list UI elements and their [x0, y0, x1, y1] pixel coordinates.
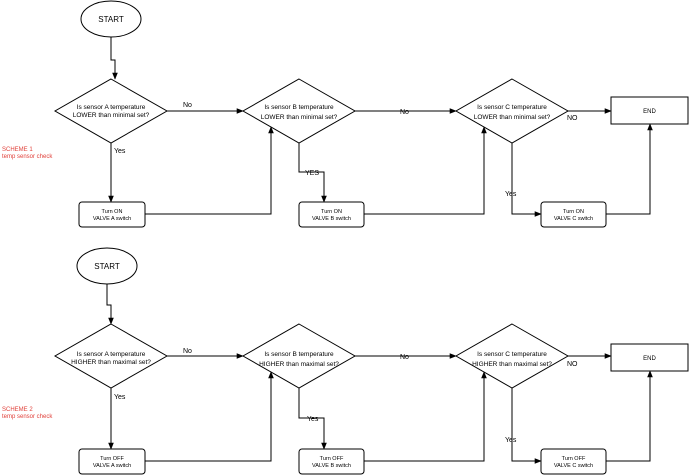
edge-start-to-a: [110, 37, 118, 80]
action-valve-b[interactable]: Turn OFF VALVE B switch: [298, 448, 365, 475]
action-c-line-2: VALVE C switch: [554, 216, 593, 222]
edge-c-yes: [511, 143, 542, 217]
decision-sensor-c[interactable]: Is sensor C temperature LOWER than minim…: [454, 78, 570, 144]
end-label: END: [643, 109, 656, 115]
edge-action-c-to-end: [606, 123, 653, 215]
edge-c-yes-label: Yes: [505, 191, 517, 198]
action-valve-c[interactable]: Turn ON VALVE C switch: [540, 201, 607, 228]
scheme-2-sublabel: temp sensor check: [2, 414, 53, 420]
action-a-line-1: Turn ON: [102, 209, 123, 215]
action-b-line-2: VALVE B switch: [312, 463, 351, 469]
edge-b-yes-label: Yes: [307, 416, 319, 423]
decision-b-line-1: Is sensor B temperature: [264, 351, 334, 358]
end-node[interactable]: END: [610, 96, 689, 125]
action-b-line-2: VALVE B switch: [312, 216, 351, 222]
edge-a-no-label: No: [183, 102, 192, 109]
decision-sensor-b[interactable]: Is sensor B temperature HIGHER than maxi…: [241, 323, 357, 389]
edge-action-b-to-c: [364, 126, 487, 215]
start-node[interactable]: START: [80, 0, 142, 38]
scheme-1-label: SCHEME 1: [2, 147, 33, 153]
action-a-line-1: Turn OFF: [100, 456, 124, 462]
edge-b-yes-label: YES: [305, 170, 319, 177]
edge-action-c-to-end: [606, 370, 653, 462]
edge-start-to-a: [106, 284, 114, 325]
action-valve-c[interactable]: Turn OFF VALVE C switch: [540, 448, 607, 475]
scheme-1-sublabel: temp sensor check: [2, 154, 53, 160]
scheme-2: SCHEME 2 temp sensor check START Is sens…: [2, 247, 689, 475]
edge-c-no-label: NO: [567, 361, 578, 368]
decision-sensor-c[interactable]: Is sensor C temperature HIGHER than maxi…: [454, 323, 570, 389]
decision-a-line-1: Is sensor A temperature: [77, 351, 146, 358]
decision-c-line-1: Is sensor C temperature: [477, 104, 547, 111]
scheme-2-label: SCHEME 2: [2, 407, 33, 413]
edge-a-no-label: No: [183, 348, 192, 355]
edge-b-yes: [298, 143, 327, 203]
action-a-line-2: VALVE A switch: [93, 463, 131, 469]
edge-b-no-label: No: [400, 354, 409, 361]
action-valve-b[interactable]: Turn ON VALVE B switch: [298, 201, 365, 228]
action-c-line-1: Turn OFF: [562, 456, 586, 462]
decision-c-line-2: HIGHER than maximal set?: [472, 361, 552, 368]
action-a-line-2: VALVE A switch: [93, 216, 131, 222]
action-c-line-2: VALVE C switch: [554, 463, 593, 469]
edge-b-no-label: No: [400, 109, 409, 116]
decision-b-line-2: HIGHER than maximal set?: [259, 361, 339, 368]
decision-sensor-a[interactable]: Is sensor A temperature LOWER than minim…: [53, 78, 169, 144]
decision-c-line-2: LOWER than minimal set?: [474, 114, 551, 121]
edge-action-a-to-b: [145, 371, 274, 462]
decision-a-line-2: HIGHER than maximal set?: [71, 359, 151, 366]
end-label: END: [643, 356, 656, 362]
edge-c-yes-label: Yes: [505, 437, 517, 444]
start-label: START: [94, 262, 120, 271]
action-valve-a[interactable]: Turn OFF VALVE A switch: [78, 448, 146, 475]
end-node[interactable]: END: [610, 343, 689, 372]
action-b-line-1: Turn OFF: [320, 456, 344, 462]
start-label: START: [98, 15, 124, 24]
edge-c-yes: [511, 388, 542, 464]
decision-b-line-1: Is sensor B temperature: [264, 104, 334, 111]
edge-a-yes-label: Yes: [114, 394, 126, 401]
action-c-line-1: Turn ON: [563, 209, 584, 215]
edge-action-b-to-c: [364, 371, 487, 462]
decision-a-line-1: Is sensor A temperature: [77, 104, 146, 111]
scheme-1: SCHEME 1 temp sensor check START Is sens…: [2, 0, 689, 228]
edge-b-yes: [298, 388, 327, 450]
decision-b-line-2: LOWER than minimal set?: [261, 114, 338, 121]
decision-c-line-1: Is sensor C temperature: [477, 351, 547, 358]
action-valve-a[interactable]: Turn ON VALVE A switch: [78, 201, 146, 228]
decision-sensor-b[interactable]: Is sensor B temperature LOWER than minim…: [241, 78, 357, 144]
decision-a-line-2: LOWER than minimal set?: [73, 112, 150, 119]
start-node[interactable]: START: [76, 247, 138, 285]
decision-sensor-a[interactable]: Is sensor A temperature HIGHER than maxi…: [53, 323, 169, 389]
action-b-line-1: Turn ON: [321, 209, 342, 215]
edge-c-no-label: NO: [567, 115, 578, 122]
edge-a-yes-label: Yes: [114, 148, 126, 155]
edge-action-a-to-b: [145, 126, 274, 215]
